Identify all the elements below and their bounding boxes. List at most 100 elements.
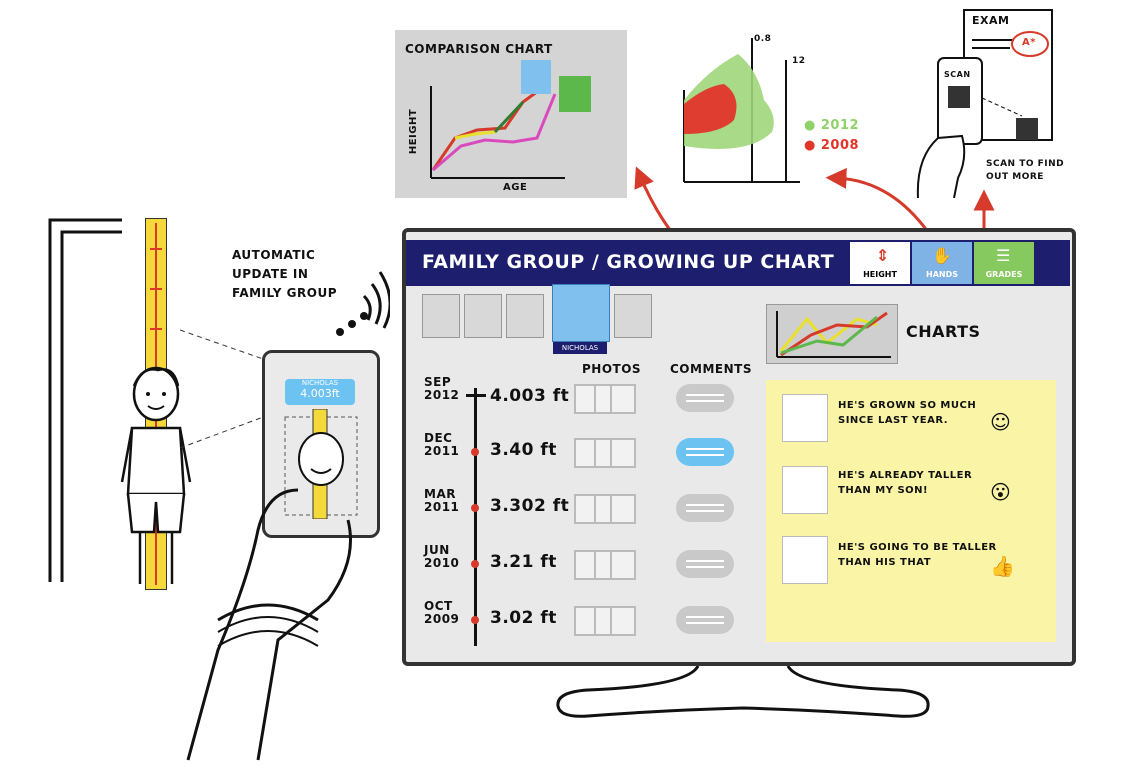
comment-bubble-icon[interactable]	[676, 438, 734, 466]
family-member-avatar[interactable]	[464, 294, 502, 338]
photos-thumbnail[interactable]	[574, 384, 638, 414]
timeline-height-value: 3.21 ft	[490, 552, 557, 572]
thumbs-up-icon: 👍	[990, 554, 1015, 578]
phone-member-name: NICHOLAS	[301, 379, 339, 387]
doorframe-sketch	[48, 218, 122, 582]
timeline-date: JUN 2010	[424, 544, 464, 570]
comparison-chart: COMPARISON CHART HEIGHT AGE	[395, 30, 627, 198]
exam-grade: A*	[1022, 37, 1036, 48]
timeline-month: SEP	[424, 375, 452, 389]
exam-sketch-drawing	[916, 9, 1053, 198]
tv-stand	[556, 666, 930, 718]
exam-title: EXAM	[972, 14, 1010, 27]
timeline-axis	[474, 388, 477, 646]
timeline-entry[interactable]: DEC 2011 3.40 ft	[406, 432, 746, 476]
timeline-month: MAR	[424, 487, 456, 501]
dashed-guides	[180, 329, 267, 449]
charts-button[interactable]	[766, 304, 898, 364]
timeline-height-value: 4.003 ft	[490, 386, 570, 406]
comment-bubble-icon[interactable]	[676, 606, 734, 634]
timeline-entry[interactable]: JUN 2010 3.21 ft	[406, 544, 746, 588]
height-icon: ⇕	[876, 246, 890, 265]
tv-screen: FAMILY GROUP / GROWING UP CHART ⇕ HEIGHT…	[402, 228, 1076, 666]
phone-height-readout: NICHOLAS 4.003ft	[285, 379, 355, 405]
charts-label: CHARTS	[906, 322, 981, 341]
photos-thumbnail[interactable]	[574, 494, 638, 524]
legend-2012-label: 2012	[820, 118, 860, 133]
timeline-current-tick	[466, 394, 486, 397]
legend-2008-label: 2008	[820, 138, 860, 153]
photos-column-header: PHOTOS	[582, 362, 642, 376]
surprised-emoji-icon: 😮	[990, 480, 1011, 504]
hands-icon: ✋	[932, 246, 952, 265]
comments-column-header: COMMENTS	[670, 362, 752, 376]
timeline-year: 2012	[424, 388, 460, 402]
comment-bubble-icon[interactable]	[676, 494, 734, 522]
commenter-avatar	[782, 466, 828, 514]
timeline-date: SEP 2012	[424, 376, 464, 402]
tab-hands[interactable]: ✋ HANDS	[912, 242, 972, 284]
comment-text: HE'S GOING TO BE TALLER THAN HIS THAT	[838, 542, 997, 568]
comment-text: HE'S GROWN SO MUCH SINCE LAST YEAR.	[838, 400, 977, 426]
family-member-avatar[interactable]	[422, 294, 460, 338]
timeline-entry[interactable]: SEP 2012 4.003 ft	[406, 376, 746, 420]
timeline-dot	[471, 448, 479, 456]
family-member-avatar[interactable]	[614, 294, 652, 338]
smartphone[interactable]: NICHOLAS 4.003ft	[262, 350, 380, 538]
commenter-avatar	[782, 536, 828, 584]
photos-thumbnail[interactable]	[574, 606, 638, 636]
timeline-dot	[471, 616, 479, 624]
tab-grades[interactable]: ☰ GRADES	[974, 242, 1034, 284]
tab-grades-label: GRADES	[985, 270, 1023, 279]
comments-panel: HE'S GROWN SO MUCH SINCE LAST YEAR. ☺ HE…	[766, 380, 1056, 642]
selected-member-name: NICHOLAS	[553, 342, 607, 354]
comment-bubble-icon[interactable]	[676, 384, 734, 412]
timeline-date: MAR 2011	[424, 488, 464, 514]
commenter-avatar	[782, 394, 828, 442]
timeline-year: 2011	[424, 444, 460, 458]
page-title: FAMILY GROUP / GROWING UP CHART	[422, 251, 835, 273]
exam-scan-sketch: EXAM A* SCAN SCAN TO FIND OUT MORE	[898, 8, 1078, 198]
timeline-dot	[471, 560, 479, 568]
timeline-month: DEC	[424, 431, 453, 445]
phone-camera-view	[284, 409, 358, 519]
grades-icon: ☰	[996, 246, 1011, 265]
timeline-height-value: 3.302 ft	[490, 496, 570, 516]
timeline-date: DEC 2011	[424, 432, 464, 458]
wifi-signal-icon	[336, 271, 390, 336]
auto-update-note: AUTOMATIC UPDATE IN FAMILY GROUP	[232, 248, 337, 300]
phone-height-value: 4.003ft	[300, 387, 340, 400]
timeline-year: 2009	[424, 612, 460, 626]
photos-thumbnail[interactable]	[574, 550, 638, 580]
tv-header-bar: FAMILY GROUP / GROWING UP CHART ⇕ HEIGHT…	[406, 240, 1070, 286]
selected-member-avatar[interactable]	[552, 284, 610, 342]
timeline-height-value: 3.02 ft	[490, 608, 557, 628]
tab-hands-label: HANDS	[926, 270, 958, 279]
scan-label: SCAN	[944, 70, 971, 79]
charts-thumbnail-icon	[776, 311, 891, 358]
comparison-chart-plot	[430, 60, 591, 179]
hands-chart-top-tick: 0.8	[754, 34, 772, 44]
child-figure	[120, 366, 192, 584]
holding-hand-sketch	[186, 488, 352, 761]
timeline-entry[interactable]: OCT 2009 3.02 ft	[406, 600, 746, 644]
timeline-year: 2010	[424, 556, 460, 570]
timeline-year: 2011	[424, 500, 460, 514]
smile-emoji-icon: ☺	[990, 410, 1011, 434]
timeline-height-value: 3.40 ft	[490, 440, 557, 460]
tab-height[interactable]: ⇕ HEIGHT	[850, 242, 910, 284]
hands-chart-right-tick: 12	[792, 56, 806, 66]
legend-2008: ● 2008	[804, 138, 860, 153]
timeline-entry[interactable]: MAR 2011 3.302 ft	[406, 488, 746, 532]
comment-bubble-icon[interactable]	[676, 550, 734, 578]
tab-height-label: HEIGHT	[863, 270, 897, 279]
hands-chart-plot	[683, 38, 800, 183]
legend-2012: ● 2012	[804, 118, 860, 133]
timeline-date: OCT 2009	[424, 600, 464, 626]
timeline-dot	[471, 504, 479, 512]
comparison-chart-xlabel: AGE	[503, 182, 528, 193]
family-member-avatar[interactable]	[506, 294, 544, 338]
scan-caption: SCAN TO FIND OUT MORE	[986, 159, 1065, 182]
timeline-month: JUN	[424, 543, 450, 557]
photos-thumbnail[interactable]	[574, 438, 638, 468]
